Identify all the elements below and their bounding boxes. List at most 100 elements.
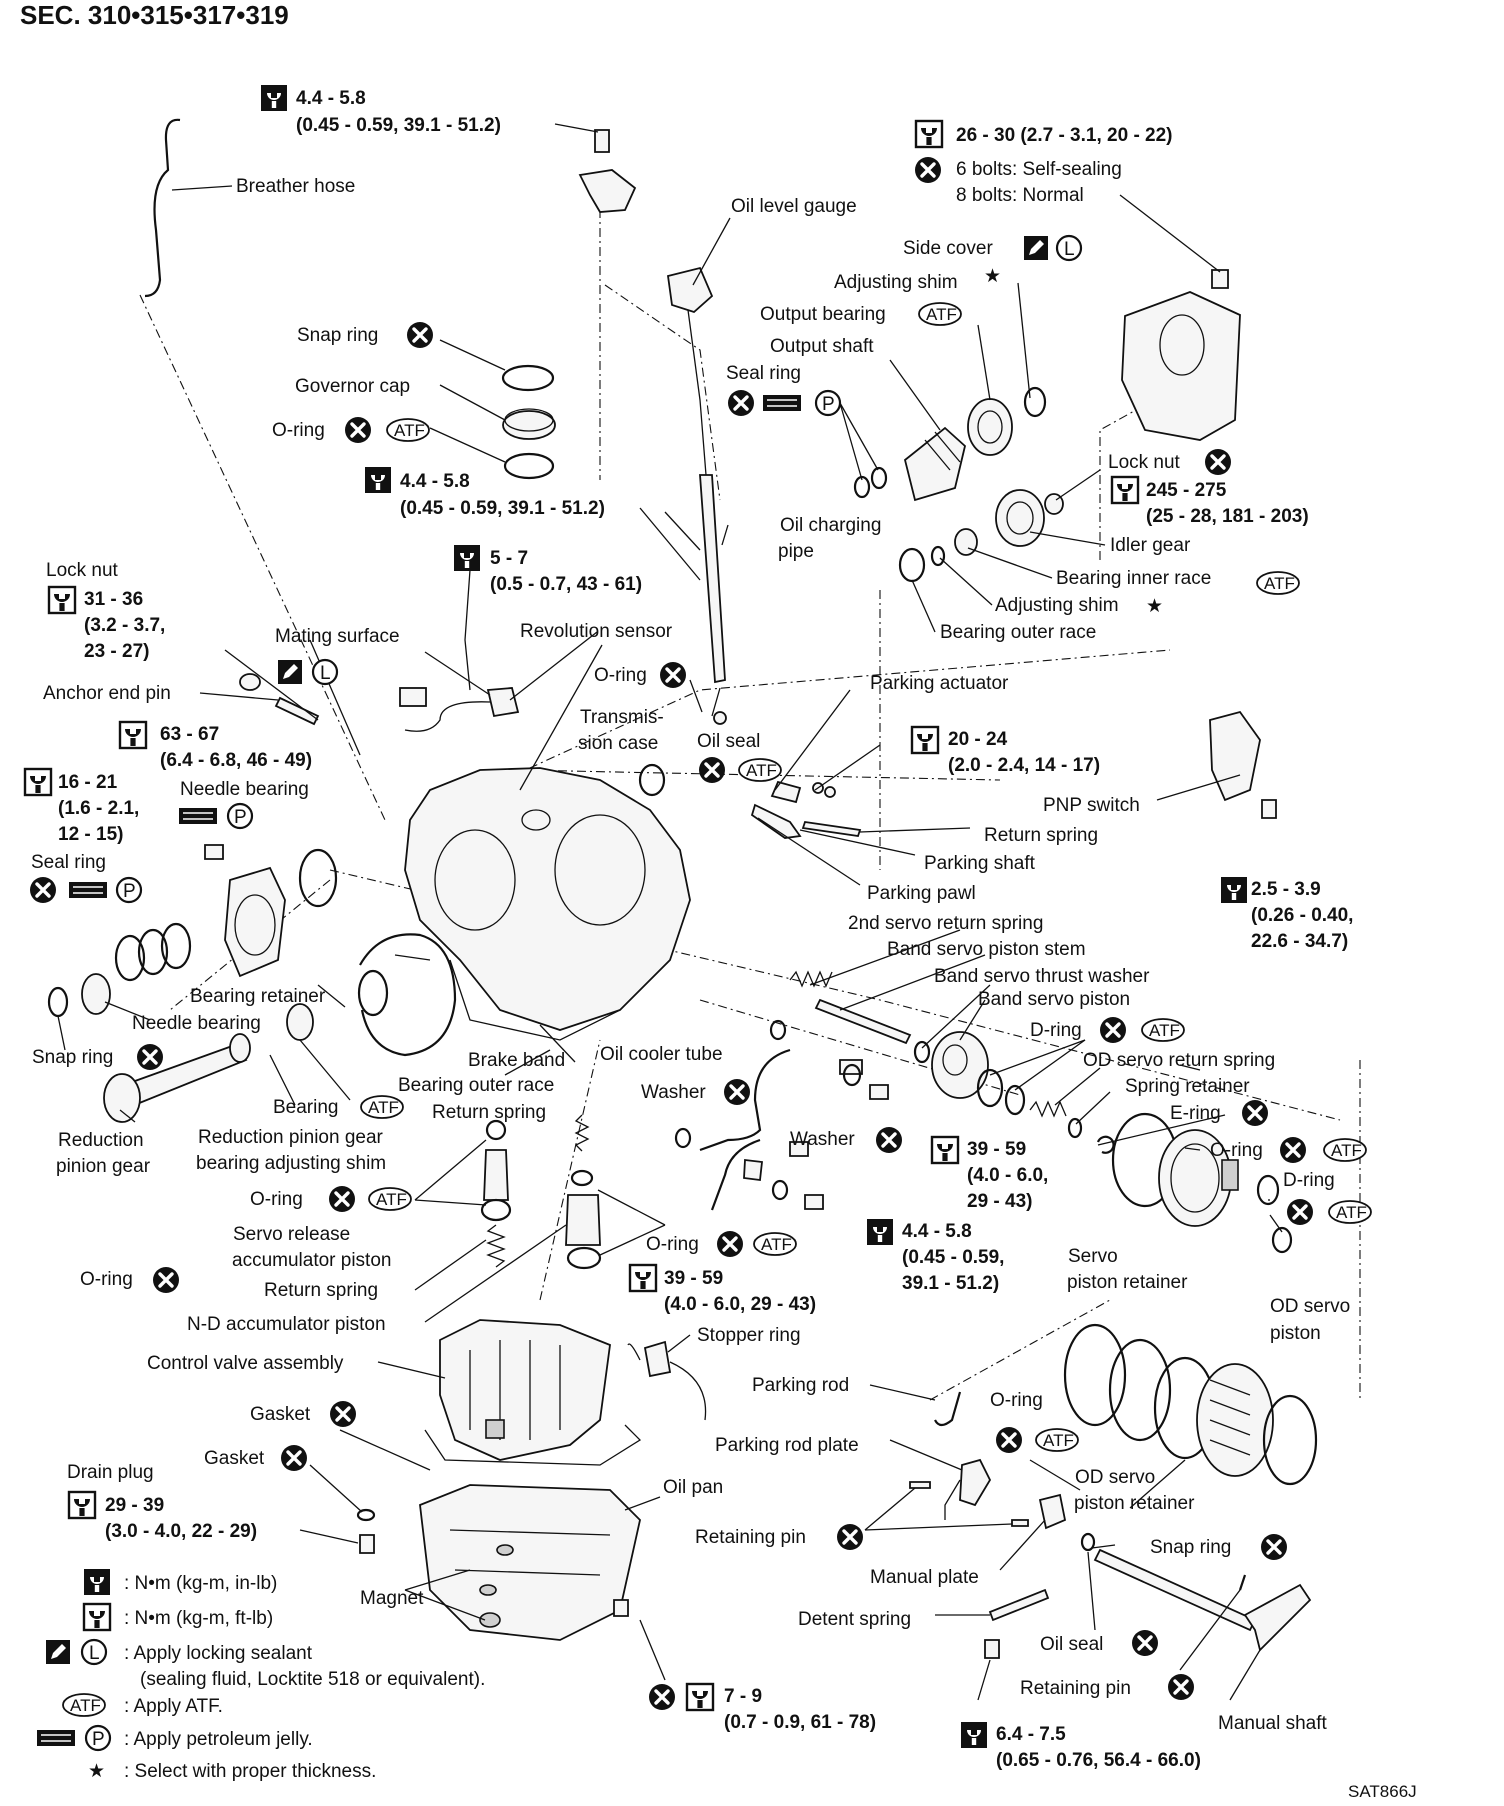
torque-t12-line1: 4.4 - 5.8 [902, 1221, 972, 1242]
band-servo-piston-part [931, 1031, 989, 1099]
label-pnp-switch: PNP switch [1043, 795, 1140, 816]
label-piston-retainer: piston retainer [1067, 1272, 1188, 1293]
torque-t3-line1: 4.4 - 5.8 [400, 471, 470, 492]
legend-petroleum-jelly: : Apply petroleum jelly. [124, 1729, 313, 1750]
label-2nd-servo-return-spring: 2nd servo return spring [848, 913, 1043, 934]
legend-in-lb: : N•m (kg-m, in-lb) [124, 1573, 277, 1594]
label-oil-seal-2: Oil seal [1040, 1634, 1103, 1655]
torque-t6-line1: 31 - 36 [84, 589, 143, 610]
torque-t7-line2: (6.4 - 6.8, 46 - 49) [160, 750, 312, 771]
anchor-end-pin-part [274, 696, 320, 726]
label-o-ring-4: O-ring [250, 1189, 303, 1210]
stopper-ring-part [643, 1340, 672, 1378]
label-mating-surface: Mating surface [275, 626, 400, 647]
label-parking-shaft: Parking shaft [924, 853, 1036, 874]
od-servo-piston-part [1271, 1226, 1293, 1254]
svg-text:ATF: ATF [746, 761, 777, 780]
svg-text:P: P [822, 394, 835, 415]
torque-t6-line3: 23 - 27) [84, 641, 149, 662]
torque-specs: 4.4 - 5.8 (0.45 - 0.59, 39.1 - 51.2) 26 … [58, 88, 1353, 1771]
label-band-servo-piston: Band servo piston [978, 989, 1130, 1010]
torque-t10-line3: 22.6 - 34.7) [1251, 931, 1348, 952]
symbols: L ★ ATF ATF P ATF ★ L ATF P P ATF ATF [23, 85, 1372, 1748]
parking-pawl-part [750, 803, 802, 839]
bearing-retainer-part [224, 866, 286, 978]
label-o-ring-5: O-ring [646, 1234, 699, 1255]
torque-t9-line3: 12 - 15) [58, 824, 123, 845]
svg-text:P: P [92, 1729, 105, 1750]
label-return-spring-2: Return spring [432, 1102, 546, 1123]
torque-t15-line2: (0.7 - 0.9, 61 - 78) [724, 1712, 876, 1733]
parking-shaft-part [801, 821, 862, 837]
label-spring-retainer: Spring retainer [1125, 1076, 1250, 1097]
label-servo-release: Servo release [233, 1224, 350, 1245]
needle-bearing-2-part [81, 973, 111, 1015]
torque-t10-line1: 2.5 - 3.9 [1251, 879, 1321, 900]
torque-t11-line1: 39 - 59 [967, 1139, 1026, 1160]
torque-t8-line1: 20 - 24 [948, 729, 1008, 750]
side-cover-part [1121, 291, 1241, 441]
label-accumulator-piston: accumulator piston [232, 1250, 391, 1271]
leader-lines [57, 123, 1283, 1701]
label-idler-gear: Idler gear [1110, 535, 1191, 556]
oil-pan-part [419, 1484, 641, 1641]
label-return-spring-1: Return spring [984, 825, 1098, 846]
label-o-ring-1: O-ring [272, 420, 325, 441]
legend-locking-sealant: : Apply locking sealant [124, 1643, 313, 1664]
svg-text:P: P [123, 881, 136, 902]
band-servo-piston-stem-part [814, 998, 912, 1045]
torque-t16-line2: (0.65 - 0.76, 56.4 - 66.0) [996, 1750, 1201, 1771]
label-parking-actuator: Parking actuator [870, 673, 1009, 694]
bracket-part [578, 169, 637, 213]
control-valve-assembly-part [439, 1319, 611, 1461]
label-transmis: Transmis- [580, 707, 664, 728]
label-o-ring-2: O-ring [594, 665, 647, 686]
breather-hose-part [144, 118, 181, 298]
label-manual-plate: Manual plate [870, 1567, 979, 1588]
label-od-servo: OD servo [1270, 1296, 1350, 1317]
torque-t16-line1: 6.4 - 7.5 [996, 1724, 1066, 1745]
svg-text:ATF: ATF [70, 1696, 101, 1715]
torque-t8-line2: (2.0 - 2.4, 14 - 17) [948, 755, 1100, 776]
svg-text:L: L [1064, 239, 1075, 260]
label-reduction-pinion-gear: Reduction pinion gear [198, 1127, 384, 1148]
svg-text:ATF: ATF [1264, 574, 1295, 593]
label-oil-seal-1: Oil seal [697, 731, 760, 752]
oil-seal-1-part [638, 763, 666, 797]
label-retaining-pin-2: Retaining pin [1020, 1678, 1131, 1699]
label-adjusting-shim-1: Adjusting shim [834, 272, 958, 293]
svg-text:ATF: ATF [1331, 1141, 1362, 1160]
legend-locking-sealant-detail: (sealing fluid, Locktite 518 or equivale… [140, 1669, 485, 1690]
torque-t1-line2: (0.45 - 0.59, 39.1 - 51.2) [296, 115, 501, 136]
nd-accumulator-piston-part [565, 1194, 601, 1246]
brake-band-part [359, 933, 457, 1057]
label-d-ring-2: D-ring [1283, 1170, 1335, 1191]
torque-t4-line1: 245 - 275 [1146, 480, 1227, 501]
od-servo-piston-retainer-part [1196, 1363, 1274, 1477]
part-labels: Breather hose Snap ring Governor cap O-r… [31, 176, 1350, 1734]
svg-text:★: ★ [88, 1761, 105, 1782]
label-lock-nut-2: Lock nut [46, 560, 119, 581]
figure-code: SAT866J [1348, 1782, 1417, 1801]
bolts-self-sealing: 6 bolts: Self-sealing [956, 159, 1122, 180]
label-brake-band: Brake band [468, 1050, 565, 1071]
torque-t12-line3: 39.1 - 51.2) [902, 1273, 999, 1294]
torque-t14-line1: 29 - 39 [105, 1495, 164, 1516]
label-gasket-2: Gasket [204, 1448, 265, 1469]
torque-t9-line2: (1.6 - 2.1, [58, 798, 139, 819]
label-pinion-gear: pinion gear [56, 1156, 151, 1177]
label-breather-hose: Breather hose [236, 176, 355, 197]
bolts-normal: 8 bolts: Normal [956, 185, 1084, 206]
label-lock-nut-1: Lock nut [1108, 452, 1181, 473]
parking-rod-plate-part [959, 1458, 992, 1507]
svg-text:ATF: ATF [394, 421, 425, 440]
legend: : N•m (kg-m, in-lb) : N•m (kg-m, ft-lb) … [36, 1569, 485, 1782]
label-revolution-sensor: Revolution sensor [520, 621, 673, 642]
label-control-valve-assembly: Control valve assembly [147, 1353, 344, 1374]
label-stopper-ring: Stopper ring [697, 1325, 801, 1346]
svg-text:L: L [320, 663, 331, 684]
torque-t15-line1: 7 - 9 [724, 1686, 762, 1707]
label-governor-cap: Governor cap [295, 376, 410, 397]
torque-t2-line1: 26 - 30 (2.7 - 3.1, 20 - 22) [956, 125, 1173, 146]
label-adjusting-shim-2: Adjusting shim [995, 595, 1119, 616]
